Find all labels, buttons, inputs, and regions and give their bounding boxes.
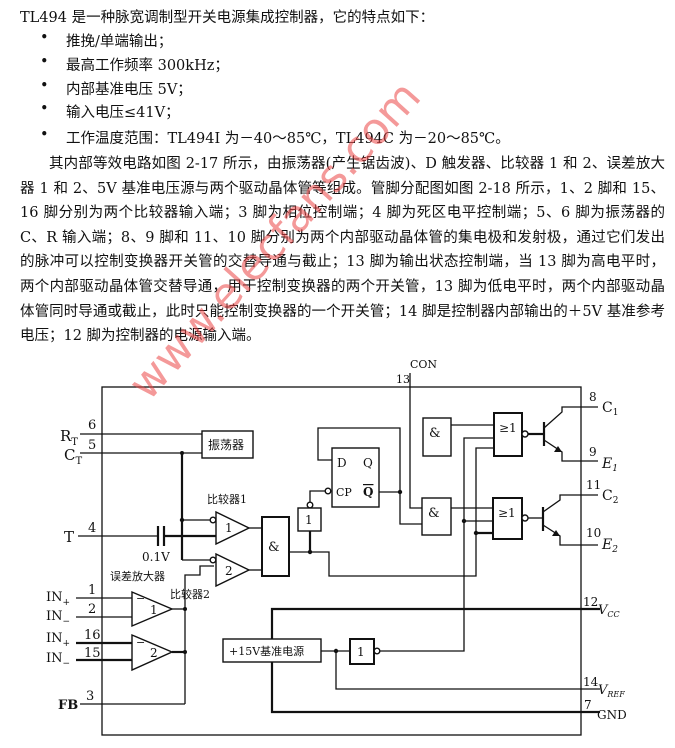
ff-cp-label: CP: [336, 486, 352, 499]
error-amp-label: 误差放大器: [110, 569, 165, 583]
comparator1-number: 1: [225, 521, 233, 535]
ff-d-label: D: [337, 456, 347, 470]
pin-number: 2: [88, 602, 96, 617]
error-amplifier-2: [131, 633, 174, 672]
pin-number: 1: [88, 583, 96, 598]
or-symbol: ≥1: [498, 506, 516, 520]
feature-item: 内部基准电压 5V；: [66, 82, 192, 98]
ff-q-label: Q: [363, 456, 373, 470]
feedback-wire: [184, 565, 214, 704]
bullet-icon: •: [40, 54, 49, 70]
pin-label-c2: C2: [602, 488, 618, 506]
feature-item: 最高工作频率 300kHz；: [66, 58, 229, 74]
description-paragraph: 其内部等效电路如图 2-17 所示，由振荡器(产生锯齿波)、D 触发器、比较器 …: [20, 156, 665, 345]
and-symbol: &: [428, 506, 440, 521]
pin-label-t: T: [64, 528, 74, 546]
left-pin-labels: 6 RT 5 CT 4 T 1 IN+ 2 IN− 16 IN+ 15 IN− …: [46, 418, 101, 713]
pin-label-vcc: VCC: [598, 603, 620, 619]
right-pin-labels: 8 C1 9 E1 11 C2 10 E2 12 VCC 14 VREF 7 G…: [583, 390, 627, 722]
feature-item: 推挽/单端输出；: [66, 34, 173, 50]
amp2-number: 2: [150, 646, 158, 660]
comparator1: [215, 510, 251, 546]
dead-time-wiring: 0.1V: [142, 451, 214, 564]
pin-label-c1: C1: [602, 400, 618, 418]
offset-voltage-label: 0.1V: [142, 550, 170, 564]
oscillator-block: [201, 430, 254, 459]
bullet-icon: •: [40, 127, 49, 143]
pin-number: 5: [88, 438, 96, 453]
comparator1-label: 比较器1: [207, 492, 247, 506]
amp1-number: 1: [150, 603, 158, 617]
comparator2-label: 比较器2: [170, 587, 210, 601]
ff-feedback-wire: [317, 427, 422, 525]
pin-number: 9: [589, 445, 597, 459]
vref-wire: [335, 651, 600, 690]
reference-label: +15V基准电源: [229, 644, 304, 658]
pin-label-fb: FB: [58, 698, 78, 713]
bullet-icon: •: [40, 30, 49, 46]
gnd-wire: [270, 662, 600, 714]
pin-label-in: IN−: [46, 651, 70, 669]
intro-line: TL494 是一种脉宽调制型开关电源集成控制器，它的特点如下：: [20, 10, 435, 26]
pin-label-ct: CT: [64, 446, 82, 467]
ff-qbar-label: Q: [363, 485, 373, 499]
and-gate-2: [422, 417, 452, 457]
pin-number: 13: [396, 373, 410, 386]
output-transistor-2: [528, 494, 598, 546]
pin-label-e1: E1: [601, 456, 618, 474]
pin-number: 11: [586, 478, 601, 492]
chip-outline: [101, 386, 582, 736]
pin-number: 4: [88, 521, 96, 536]
vcc-wire: [270, 607, 600, 639]
pin-number: 12: [583, 595, 598, 609]
bullet-icon: •: [40, 78, 49, 94]
pin-number: 6: [88, 418, 96, 433]
pin-label-rt: RT: [60, 427, 78, 448]
pin-label-gnd: GND: [597, 708, 627, 722]
and-gate-3: [421, 497, 452, 536]
d-flip-flop: [331, 447, 380, 508]
output-control-wire: [378, 437, 494, 652]
pin-number: 7: [584, 698, 592, 712]
con-label: CON: [410, 358, 437, 371]
pin-label-e2: E2: [601, 537, 618, 555]
comparator2: [215, 552, 251, 588]
output-transistor-1: [528, 406, 598, 462]
and-symbol: &: [429, 426, 441, 441]
pwm-wire: [289, 447, 494, 577]
pin-number: 3: [86, 689, 94, 704]
and-symbol: &: [268, 540, 280, 555]
or-gate-1: [493, 412, 523, 457]
pin-number: 14: [583, 675, 599, 689]
oscillator-label: 振荡器: [208, 438, 244, 452]
pin-number: 15: [84, 646, 101, 661]
error-amplifier-1: [131, 590, 174, 628]
pin-label-in: IN+: [46, 631, 70, 649]
pin-label-vref: VREF: [598, 683, 625, 699]
pin-label-in: IN−: [46, 609, 70, 627]
minus-sign: −: [136, 636, 145, 649]
comparator2-number: 2: [225, 564, 233, 578]
feature-item: 输入电压≤41V；: [66, 105, 180, 121]
con-wire: [409, 373, 422, 509]
or-symbol: ≥1: [499, 421, 517, 435]
not-symbol: 1: [305, 513, 313, 527]
pin-number: 10: [586, 526, 601, 540]
left-pin-wires: [76, 433, 216, 705]
minus-sign: −: [136, 592, 145, 605]
bullet-icon: •: [40, 101, 49, 117]
not-symbol: 1: [357, 645, 365, 659]
and-gate-1: [261, 516, 290, 577]
pin-number: 8: [589, 390, 597, 404]
feature-item: 工作温度范围：TL494I 为－40～85℃，TL494C 为－20～85℃。: [66, 131, 510, 147]
pin-label-in: IN+: [46, 590, 70, 608]
pin-number: 16: [84, 628, 101, 643]
